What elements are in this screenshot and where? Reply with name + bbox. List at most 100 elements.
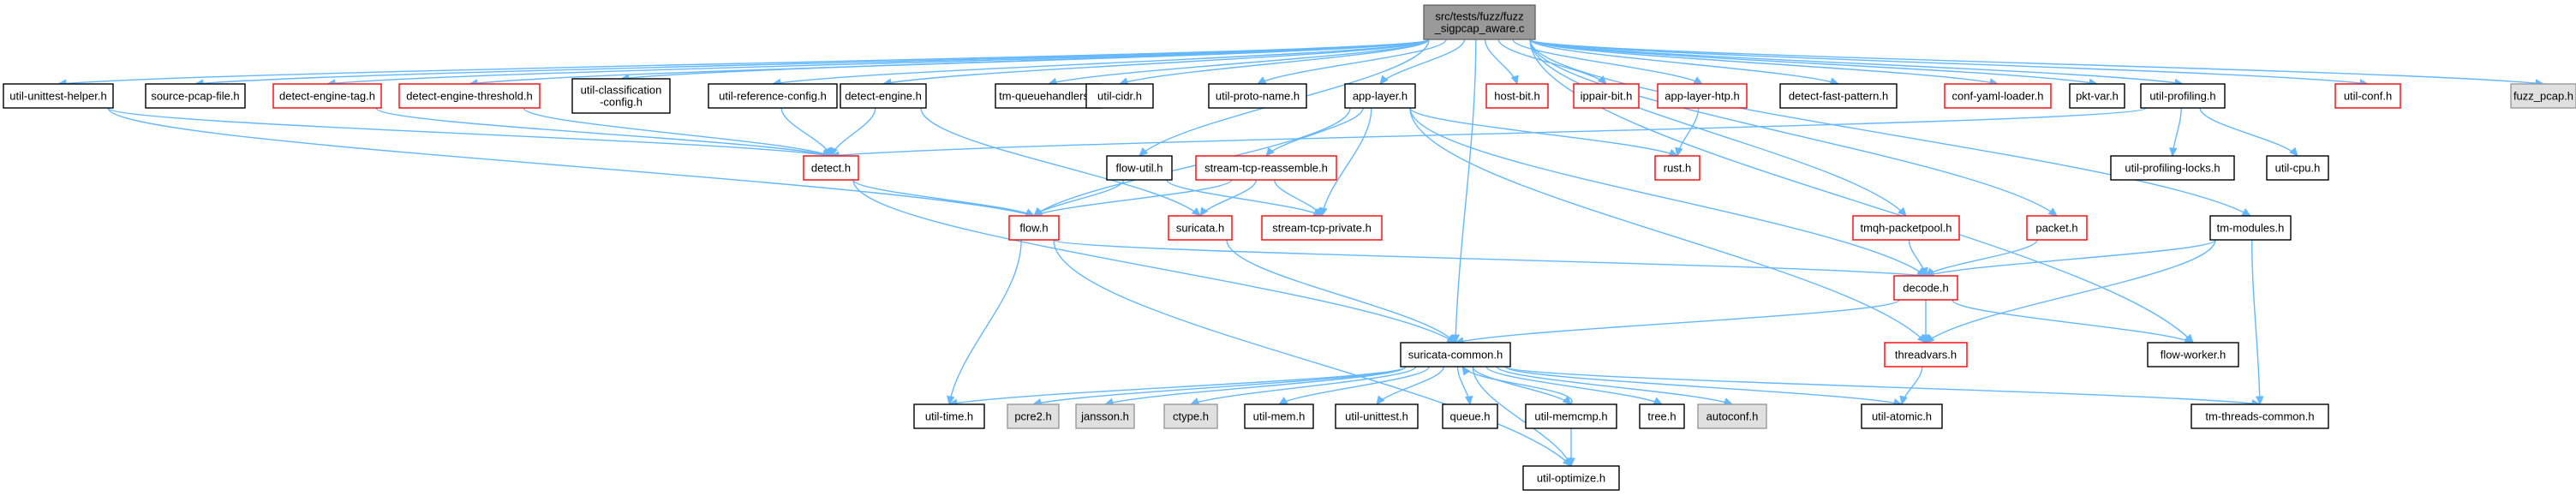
edge-line [1925,239,2038,277]
edge-line [1504,366,2261,405]
node-label: util-cidr.h [1097,90,1142,103]
edge-line [1048,39,1430,85]
node-autoconf[interactable]: autoconf.h [1697,403,1767,429]
node-tm_threads_common[interactable]: tm-threads-common.h [2190,403,2329,429]
node-label: decode.h [1903,282,1949,295]
node-label: util-reference-config.h [719,90,827,103]
edge-util_profiling-to-util_cpu [2199,107,2298,157]
node-queue[interactable]: queue.h [1442,403,1498,429]
edge-line [57,39,1430,85]
node-box [145,83,246,109]
edge-arrowhead [1899,395,1908,406]
node-box [1344,83,1416,109]
edge-arrowhead [1922,334,1930,344]
node-util_time[interactable]: util-time.h [913,403,985,429]
node-label: host-bit.h [1494,90,1539,103]
node-pkt_var[interactable]: pkt-var.h [2069,83,2125,109]
node-conf_yaml_loader[interactable]: conf-yaml-loader.h [1944,83,2052,109]
edge-line [1512,39,1703,85]
edge-flow_h-to-decode_h [1053,239,1928,279]
node-suricata_common[interactable]: suricata-common.h [1400,342,1511,368]
edge-root-to-app_layer [1379,39,1466,85]
edge-tm_modules-to-decode_h [1924,239,2216,278]
node-stream_tcp_private[interactable]: stream-tcp-private.h [1261,215,1383,241]
node-detect_engine_tag[interactable]: detect-engine-tag.h [272,83,382,109]
node-source_pcap_file[interactable]: source-pcap-file.h [145,83,246,109]
edges-layer [57,39,2545,468]
node-box [1400,342,1511,368]
node-detect_fast_pattern[interactable]: detect-fast-pattern.h [1779,83,1898,109]
node-box [1525,403,1617,429]
node-util_cpu[interactable]: util-cpu.h [2266,155,2329,181]
edge-util_reference_config-to-detect_h [780,107,832,158]
node-root[interactable]: src/tests/fuzz/fuzz_sigpcap_aware.c [1423,4,1536,40]
nodes-layer: src/tests/fuzz/fuzz_sigpcap_aware.c util-… [3,4,2576,491]
node-util_unittest[interactable]: util-unittest.h [1335,403,1419,429]
node-detect_h[interactable]: detect.h [803,155,859,181]
node-box [913,403,985,429]
node-jansson[interactable]: jansson.h [1075,403,1135,429]
node-tree[interactable]: tree.h [1639,403,1685,429]
node-util_optimize[interactable]: util-optimize.h [1522,465,1620,491]
edge-arrowhead [2168,147,2178,158]
edge-line [1485,366,1663,405]
edge-arrowhead [1597,75,1607,85]
node-app_layer_htp[interactable]: app-layer-htp.h [1657,83,1748,109]
edge-arrowhead [830,146,838,158]
node-host_bit[interactable]: host-bit.h [1485,83,1549,109]
node-suricata_h[interactable]: suricata.h [1168,215,1233,241]
node-tmqh_packetpool[interactable]: tmqh-packetpool.h [1852,215,1960,241]
node-box [1423,4,1536,40]
node-box [2510,83,2576,109]
node-box [2147,342,2239,368]
edge-root-to-suricata_common [1451,39,1477,344]
node-flow_util[interactable]: flow-util.h [1106,155,1173,181]
node-pcre2[interactable]: pcre2.h [1007,403,1060,429]
node-threadvars[interactable]: threadvars.h [1884,342,1968,368]
edge-arrowhead [1379,75,1389,85]
node-util_reference_config[interactable]: util-reference-config.h [708,83,838,109]
node-box [2209,215,2292,241]
node-tm_modules[interactable]: tm-modules.h [2209,215,2292,241]
edge-suricata_h-to-suricata_common [1226,239,1456,344]
node-util_proto_name[interactable]: util-proto-name.h [1208,83,1307,109]
edge-line [1409,107,1927,344]
node-label: tmqh-packetpool.h [1861,222,1952,235]
node-util_classification[interactable]: util-classification-config.h [571,78,671,114]
node-decode_h[interactable]: decode.h [1893,275,1958,301]
node-label: util-time.h [925,410,973,423]
edge-line [1033,179,1233,217]
node-detect_engine_threshold[interactable]: detect-engine-threshold.h [398,83,541,109]
node-fuzz_pcap[interactable]: fuzz_pcap.h [2510,83,2576,109]
node-packet_h[interactable]: packet.h [2026,215,2088,241]
edge-threadvars-to-util_atomic [1899,366,1923,406]
node-label: flow-worker.h [2161,349,2226,362]
node-detect_engine[interactable]: detect-engine.h [840,83,927,109]
node-flow_h[interactable]: flow.h [1008,215,1060,241]
node-box [1654,155,1700,181]
node-ippair_bit[interactable]: ippair-bit.h [1573,83,1640,109]
node-util_memcmp[interactable]: util-memcmp.h [1525,403,1617,429]
edge-arrowhead [1567,457,1575,468]
edge-arrowhead [1139,147,1149,157]
edge-decode_h-to-suricata_common [1454,299,1900,345]
node-util_cidr[interactable]: util-cidr.h [1085,83,1154,109]
node-ctype[interactable]: ctype.h [1163,403,1218,429]
node-rust_h[interactable]: rust.h [1654,155,1700,181]
node-box [2110,155,2235,181]
node-util_profiling_locks[interactable]: util-profiling-locks.h [2110,155,2235,181]
edge-detect_engine-to-detect_h [830,107,876,158]
node-stream_tcp_reassemble[interactable]: stream-tcp-reassemble.h [1195,155,1337,181]
node-util_profiling[interactable]: util-profiling.h [2140,83,2226,109]
edge-flow_h-to-util_time [947,239,1022,406]
node-util_atomic[interactable]: util-atomic.h [1861,403,1943,429]
node-flow_worker[interactable]: flow-worker.h [2147,342,2239,368]
edge-line [1455,299,1900,344]
edge-line [523,107,832,157]
node-util_mem[interactable]: util-mem.h [1244,403,1314,429]
node-app_layer[interactable]: app-layer.h [1344,83,1416,109]
edge-arrowhead [2289,146,2298,157]
node-util_conf[interactable]: util-conf.h [2334,83,2401,109]
node-unittest_helper[interactable]: util-unittest-helper.h [3,83,114,109]
edge-arrowhead [1199,206,1209,218]
